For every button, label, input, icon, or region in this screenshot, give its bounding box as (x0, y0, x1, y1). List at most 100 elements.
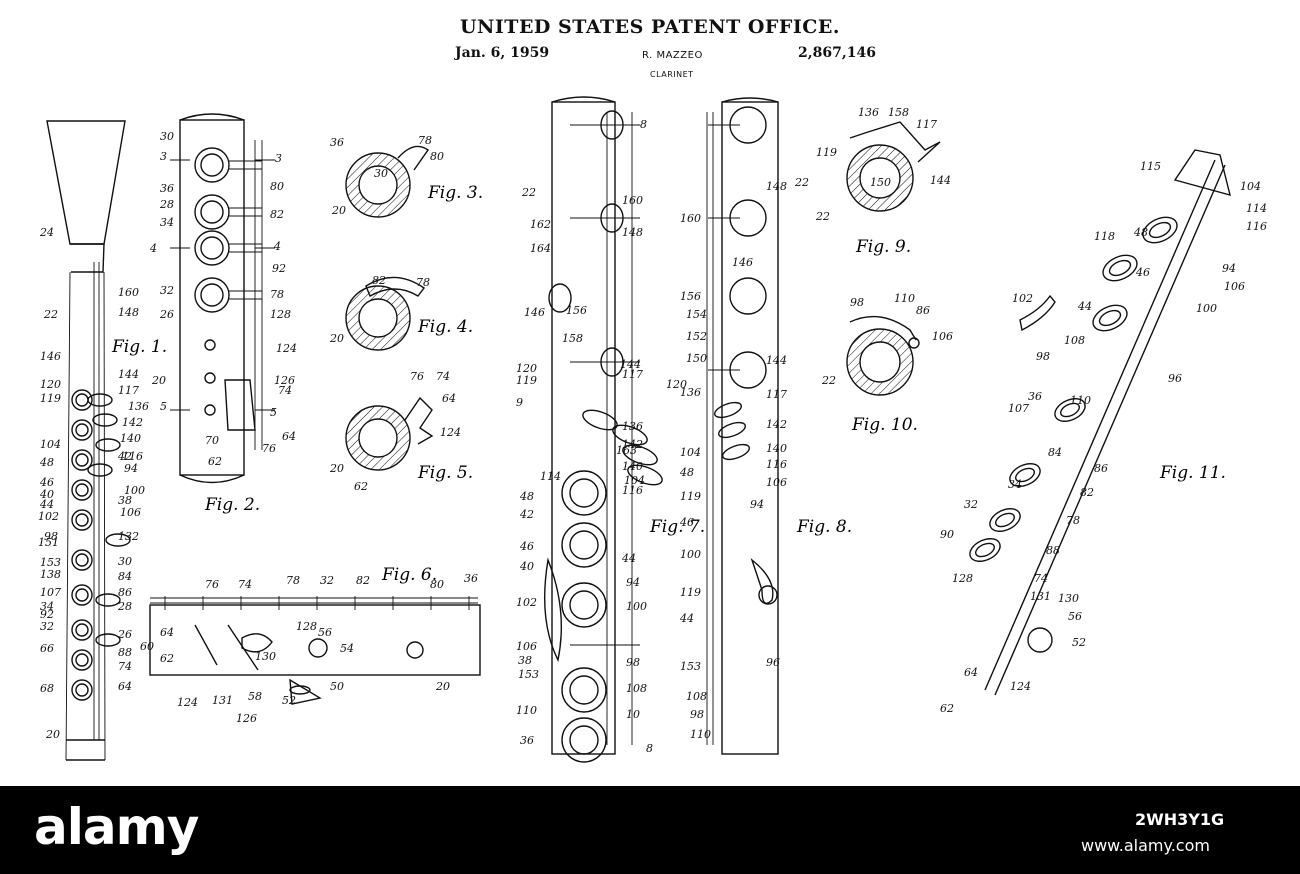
reference-numeral: 142 (766, 418, 787, 431)
reference-numeral: 5 (270, 406, 277, 419)
reference-numeral: 119 (516, 374, 537, 387)
reference-numeral: 5 (160, 400, 167, 413)
reference-numeral: 124 (276, 342, 297, 355)
reference-numeral: 136 (128, 400, 149, 413)
reference-numeral: 106 (120, 506, 141, 519)
reference-numeral: 82 (356, 574, 370, 587)
reference-numeral: 94 (124, 462, 138, 475)
reference-numeral: 116 (1246, 220, 1267, 233)
reference-numeral: 36 (1028, 390, 1042, 403)
reference-numeral: 119 (40, 392, 61, 405)
reference-numeral: 84 (118, 570, 132, 583)
reference-numeral: 28 (117, 600, 132, 613)
reference-numeral: 102 (38, 510, 59, 523)
reference-numeral: 144 (766, 354, 787, 367)
reference-numeral: 98 (626, 656, 640, 669)
reference-numeral: 86 (118, 586, 132, 599)
fig-10-drawing: Fig. 10. (847, 317, 919, 435)
reference-numeral: 64 (160, 626, 174, 639)
reference-numeral: 36 (464, 572, 478, 585)
reference-numeral: 20 (435, 680, 450, 693)
reference-numeral: 48 (1133, 226, 1148, 239)
reference-numeral: 22 (815, 210, 830, 223)
reference-numeral: 40 (519, 560, 534, 573)
reference-numeral: 60 (140, 640, 154, 653)
reference-numeral: 150 (686, 352, 707, 365)
reference-numeral: 30 (118, 555, 132, 568)
reference-numeral: 76 (205, 578, 219, 591)
reference-numeral: 10 (626, 708, 640, 721)
reference-numeral: 136 (622, 420, 643, 433)
reference-numeral: 126 (236, 712, 257, 725)
reference-numeral: 4 (149, 242, 157, 255)
site-url[interactable]: www.alamy.com (1081, 836, 1210, 855)
reference-numeral: 50 (330, 680, 344, 693)
reference-numeral: 106 (932, 330, 953, 343)
reference-numeral: 100 (1196, 302, 1217, 315)
reference-numeral: 26 (117, 628, 132, 641)
reference-numeral: 119 (680, 490, 701, 503)
reference-numeral: 76 (410, 370, 424, 383)
reference-numeral: 156 (566, 304, 587, 317)
reference-numeral: 46 (1135, 266, 1150, 279)
reference-numeral: 164 (530, 242, 551, 255)
reference-numeral: 148 (622, 226, 643, 239)
reference-numeral: 163 (616, 444, 637, 457)
reference-numeral: 42 (117, 450, 132, 463)
fig-3-drawing: Fig. 3. (346, 146, 483, 217)
reference-numeral: 110 (690, 728, 711, 741)
reference-numeral: 22 (794, 176, 809, 189)
fig-1-drawing: Fig. 1. (47, 121, 167, 760)
reference-numeral: 160 (118, 286, 139, 299)
reference-numeral: 34 (1008, 478, 1022, 491)
reference-numeral: 20 (331, 204, 346, 217)
reference-numeral: 117 (118, 384, 139, 397)
reference-numeral: 32 (160, 284, 174, 297)
reference-numeral: 36 (160, 182, 174, 195)
reference-numeral: 22 (821, 374, 836, 387)
reference-numeral: 158 (888, 106, 909, 119)
reference-numeral: 92 (40, 608, 54, 621)
reference-numeral: 110 (1070, 394, 1091, 407)
reference-numeral: 36 (330, 136, 344, 149)
reference-numeral: 74 (436, 370, 450, 383)
reference-numeral: 136 (680, 386, 701, 399)
reference-numeral: 162 (530, 218, 551, 231)
reference-numeral: 102 (516, 596, 537, 609)
reference-numeral: 62 (354, 480, 368, 493)
reference-numeral: 117 (622, 368, 643, 381)
reference-numeral: 118 (1094, 230, 1115, 243)
reference-numeral: 74 (238, 578, 252, 591)
reference-numeral: 131 (212, 694, 233, 707)
reference-numeral: 124 (1010, 680, 1031, 693)
reference-numeral: 34 (160, 216, 174, 229)
reference-numeral: 36 (520, 734, 534, 747)
reference-numeral: 30 (374, 167, 388, 180)
reference-numeral: 98 (690, 708, 704, 721)
reference-numeral: 108 (686, 690, 707, 703)
reference-numeral: 56 (318, 626, 332, 639)
reference-numeral: 92 (272, 262, 286, 275)
reference-numeral: 94 (626, 576, 640, 589)
reference-numeral: 20 (45, 728, 60, 741)
reference-numeral: 115 (1140, 160, 1161, 173)
reference-numeral: 158 (562, 332, 583, 345)
reference-numeral: 106 (766, 476, 787, 489)
reference-numeral: 128 (296, 620, 317, 633)
image-id: 2WH3Y1G (1135, 810, 1224, 829)
reference-numeral: 26 (159, 308, 174, 321)
reference-numeral: 144 (118, 368, 139, 381)
reference-numeral: 22 (521, 186, 536, 199)
reference-numeral: 82 (270, 208, 284, 221)
reference-numeral: 138 (40, 568, 61, 581)
reference-numeral: 20 (329, 332, 344, 345)
reference-numeral: 146 (40, 350, 61, 363)
reference-numeral: 144 (930, 174, 951, 187)
reference-numeral: 78 (1066, 514, 1080, 527)
reference-numeral: 48 (679, 466, 694, 479)
reference-numeral: 8 (646, 742, 653, 755)
fig-6-label: Fig. 6. (381, 565, 437, 585)
fig-1-label: Fig. 1. (111, 337, 167, 357)
reference-numeral: 74 (118, 660, 132, 673)
reference-numeral: 104 (680, 446, 701, 459)
